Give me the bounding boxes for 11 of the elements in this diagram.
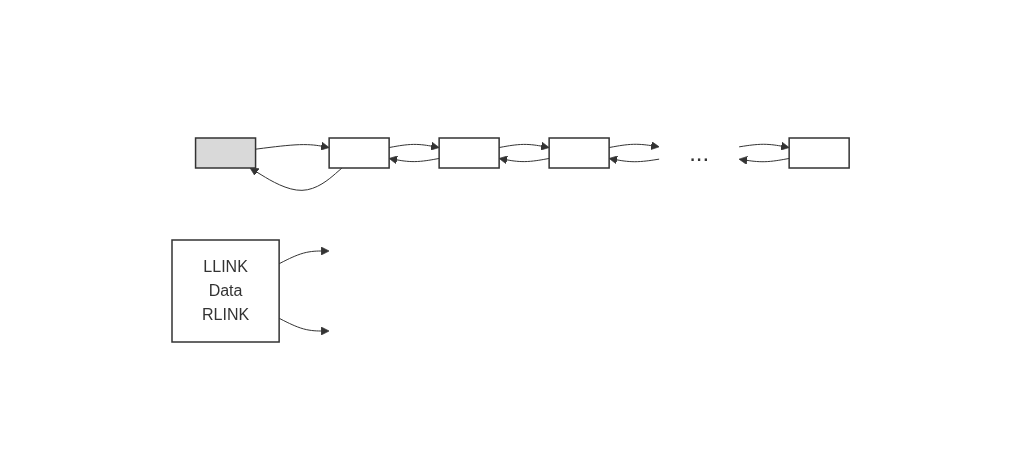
node-box	[438, 136, 500, 169]
node-box	[194, 136, 257, 169]
node-box	[548, 136, 610, 169]
node-box	[788, 136, 850, 169]
node-text: ...	[689, 138, 710, 166]
arrow	[738, 155, 790, 165]
node-box	[328, 136, 390, 169]
arrow	[249, 167, 343, 191]
node-box: LLINK Data RLINK	[171, 238, 280, 343]
arrow	[255, 141, 330, 150]
arrow	[738, 141, 790, 150]
